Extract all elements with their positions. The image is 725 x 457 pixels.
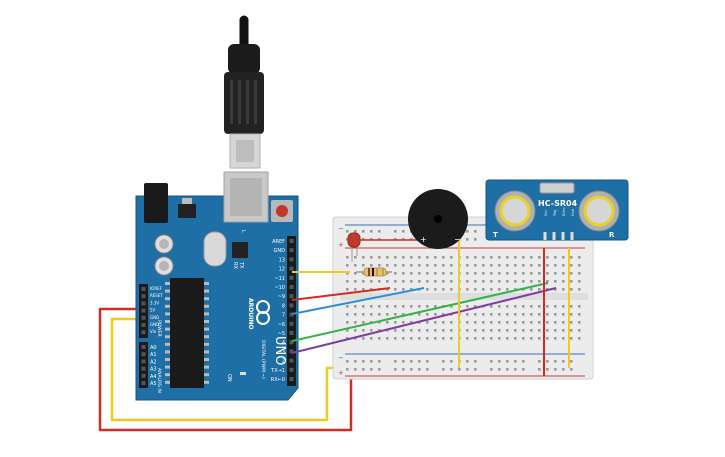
receiver <box>578 190 620 232</box>
wires <box>98 307 353 432</box>
digital-pin-label: 2 <box>282 359 285 365</box>
digital-pin-label: ~9 <box>278 294 285 300</box>
arduino-uno: ARDUINO UNO TX RX ON L POWER ANALOG IN D… <box>135 171 299 401</box>
rail-minus-bottom: − <box>338 354 344 362</box>
on-label: ON <box>226 374 232 382</box>
power-pin-label: Vin <box>150 329 157 334</box>
power-pin-label: IOREF <box>150 286 163 291</box>
rail-minus-top: − <box>338 225 344 233</box>
wire-gnd-yellow[interactable] <box>110 317 351 422</box>
digital-header <box>287 236 296 386</box>
power-pin-label: 3.3V <box>150 300 159 305</box>
digital-header-label: DIGITAL (PWM ~) <box>260 340 266 379</box>
digital-pin-label: 8 <box>282 303 285 309</box>
digital-pin-label: ~3 <box>278 349 285 355</box>
digital-pin-label: GND <box>274 248 286 254</box>
transmitter <box>494 190 536 232</box>
analog-pin-label: A2 <box>150 359 157 365</box>
sensor-pin-label: Trig <box>553 210 557 217</box>
crystal <box>203 231 227 267</box>
digital-pin-label: ~10 <box>274 285 285 291</box>
resistor[interactable] <box>356 267 392 277</box>
digital-pin-label: ~6 <box>278 322 285 328</box>
wire-pin5-purple[interactable] <box>291 287 557 354</box>
power-pin-label: GND <box>150 322 159 327</box>
digital-pin-label: RX←0 <box>271 377 285 383</box>
rx-label: RX <box>232 262 238 269</box>
piezo-buzzer[interactable]: + − <box>408 189 468 249</box>
wire-5v-red[interactable] <box>98 307 353 432</box>
sensor-pin[interactable] <box>561 232 565 240</box>
usb-cable <box>224 15 264 169</box>
arduino-logo <box>256 300 270 325</box>
sensor-pin-label: Echo <box>562 208 566 217</box>
analog-pin-label: A4 <box>150 374 157 380</box>
wire-pin12-red[interactable] <box>291 287 391 301</box>
rail-plus-top: + <box>338 241 344 249</box>
analog-header <box>139 342 148 388</box>
sensor-t-mark: T <box>493 231 498 239</box>
digital-pin-label: ~11 <box>274 276 285 282</box>
hc-sr04-sensor[interactable]: HC-SR04 T R Vcc Trig Echo Gnd <box>485 179 629 241</box>
sensor-pin[interactable] <box>543 232 547 240</box>
digital-pin-label: TX→1 <box>270 368 285 374</box>
analog-header-label: ANALOG IN <box>156 368 162 393</box>
sensor-pin-label: Gnd <box>571 209 575 216</box>
wire-pin6-green[interactable] <box>291 282 549 342</box>
sensor-crystal <box>539 182 575 194</box>
digital-pin-label: 12 <box>279 267 285 273</box>
analog-pin-label: A3 <box>150 367 157 373</box>
digital-pin-label: ~5 <box>278 331 285 337</box>
analog-pin-label: A0 <box>150 345 157 351</box>
digital-pin-label: AREF <box>272 239 285 245</box>
power-pin-label: GND <box>150 315 159 320</box>
sensor-pin-label: Vcc <box>544 210 548 216</box>
sensor-pin[interactable] <box>570 232 574 240</box>
tx-label: TX <box>238 261 244 269</box>
arduino-brand: ARDUINO <box>247 298 254 329</box>
l-label: L <box>240 230 246 233</box>
red-led[interactable] <box>347 232 361 262</box>
sensor-model: HC-SR04 <box>538 199 578 208</box>
buzzer-plus: + <box>420 235 427 244</box>
power-jack <box>144 183 168 223</box>
digital-pin-label: 4 <box>282 340 285 346</box>
wire-pin11-blue[interactable] <box>291 287 425 315</box>
sensor-r-mark: R <box>609 231 615 239</box>
sensor-pin[interactable] <box>552 232 556 240</box>
analog-pin-label: A5 <box>150 381 157 387</box>
power-pin-label: 5V <box>150 308 156 313</box>
digital-pin-label: 7 <box>282 313 285 319</box>
buzzer-minus: − <box>454 235 461 244</box>
rail-plus-bottom: + <box>338 369 344 377</box>
power-header-label: POWER <box>156 320 162 337</box>
power-pin-label: RESET <box>150 293 163 298</box>
digital-pin-label: 13 <box>279 257 285 263</box>
atmega-chip <box>170 278 204 388</box>
uno-label: UNO <box>272 336 287 365</box>
analog-pin-label: A1 <box>150 352 157 358</box>
